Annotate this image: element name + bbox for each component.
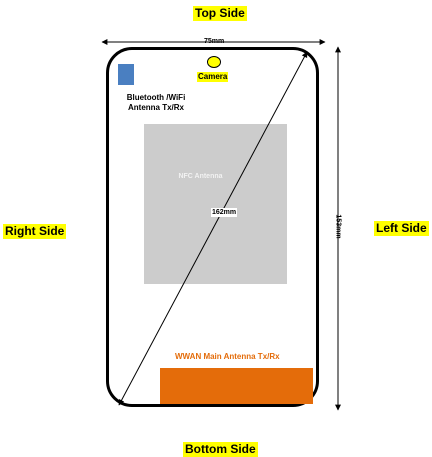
top-side-label: Top Side <box>193 6 247 21</box>
height-dimension-label: 153mm <box>334 214 342 239</box>
diagonal-dimension-label: 162mm <box>211 208 238 217</box>
right-side-label: Right Side <box>3 224 67 239</box>
bottom-side-label: Bottom Side <box>183 442 258 457</box>
diagonal-dimension-line <box>118 51 308 406</box>
width-dimension-label: 75mm <box>204 38 225 45</box>
left-side-label: Left Side <box>374 221 429 236</box>
